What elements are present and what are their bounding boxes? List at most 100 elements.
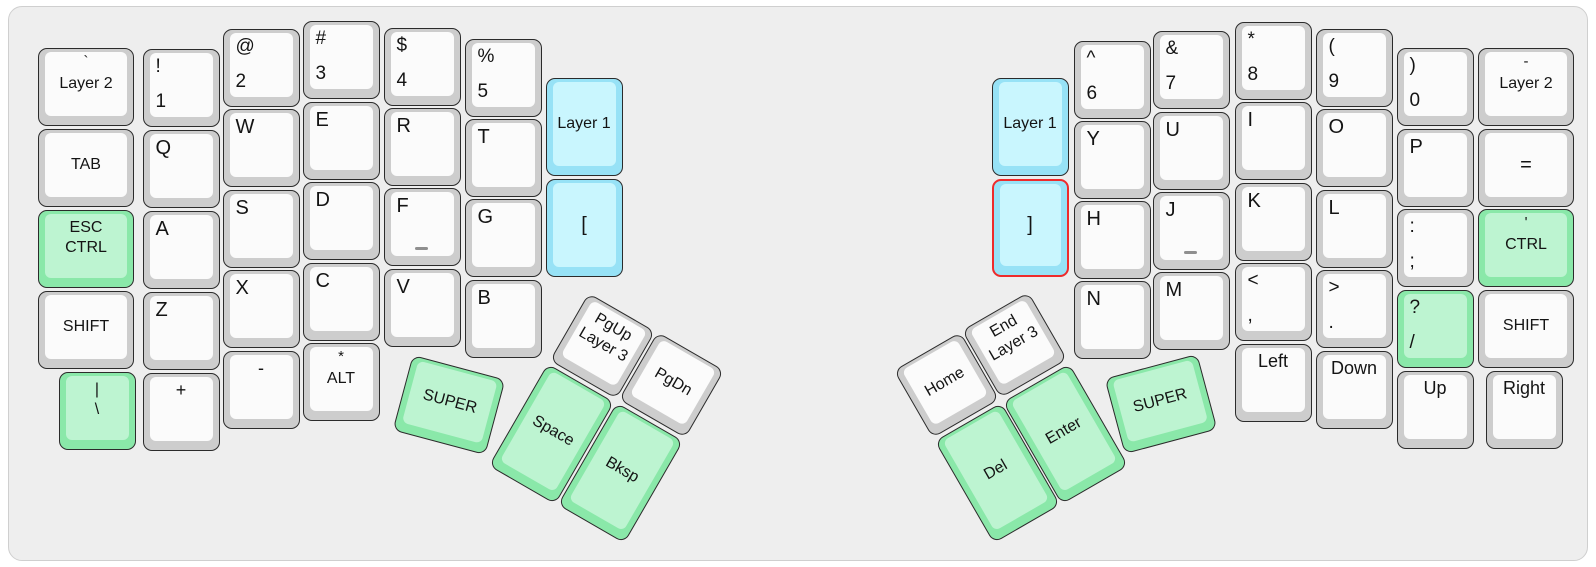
key-less-comma[interactable]: <, — [1234, 263, 1312, 341]
key-asterisk-8-label-1: 8 — [1247, 64, 1259, 85]
key-w[interactable]: W — [222, 109, 300, 187]
key-pipe-backslash[interactable]: |\ — [58, 372, 136, 450]
key-question-slash[interactable]: ?/ — [1396, 290, 1474, 368]
key-paren-9[interactable]: (9 — [1315, 29, 1393, 107]
key-asterisk-alt-cap: *ALT — [309, 347, 373, 411]
key-shift-left[interactable]: SHIFT — [38, 291, 134, 369]
key-c-cap: C — [309, 267, 373, 331]
key-hash-3[interactable]: #3 — [302, 21, 380, 99]
key-p[interactable]: P — [1396, 129, 1474, 207]
key-hash-3-label-1: 3 — [315, 63, 327, 84]
key-paren-9-label-1: 9 — [1328, 71, 1340, 92]
key-d-label-0: D — [315, 189, 330, 211]
key-equals[interactable]: = — [1478, 129, 1574, 207]
key-arrow-down[interactable]: Down — [1315, 351, 1393, 429]
key-layer1-right-cap: Layer 1 — [998, 82, 1062, 166]
key-super-left[interactable]: SUPER — [392, 354, 506, 456]
key-tab[interactable]: TAB — [38, 129, 134, 207]
key-s[interactable]: S — [222, 190, 300, 268]
key-paren-0-label-0: ) — [1409, 55, 1416, 76]
key-quote-ctrl[interactable]: 'CTRL — [1478, 209, 1574, 287]
key-y-cap: Y — [1080, 125, 1144, 189]
key-r[interactable]: R — [383, 108, 461, 186]
key-dash-layer2-label-0: - — [1523, 53, 1529, 70]
key-layer1-left-cap: Layer 1 — [552, 82, 616, 166]
key-space-label-0: Space — [528, 412, 577, 450]
key-g[interactable]: G — [464, 199, 542, 277]
key-pgdn-label-0: PgDn — [651, 364, 695, 400]
key-amp-7[interactable]: &7 — [1152, 31, 1230, 109]
key-l-cap: L — [1322, 194, 1386, 258]
key-u[interactable]: U — [1152, 112, 1230, 190]
key-e-label-0: E — [315, 109, 329, 131]
key-n[interactable]: N — [1073, 281, 1151, 359]
key-q-label-0: Q — [155, 137, 172, 159]
key-paren-0[interactable]: )0 — [1396, 48, 1474, 126]
key-question-slash-label-1: / — [1409, 332, 1415, 353]
key-b[interactable]: B — [464, 280, 542, 358]
key-a-cap: A — [149, 215, 213, 279]
key-y[interactable]: Y — [1073, 121, 1151, 199]
key-z-cap: Z — [149, 296, 213, 360]
key-colon-semicolon[interactable]: :; — [1396, 209, 1474, 287]
key-dash-layer2[interactable]: - Layer 2 — [1478, 48, 1574, 126]
key-caret-6[interactable]: ^6 — [1073, 41, 1151, 119]
key-super-right[interactable]: SUPER — [1104, 353, 1218, 455]
key-shift-right[interactable]: SHIFT — [1478, 290, 1574, 368]
key-plus[interactable]: + — [142, 373, 220, 451]
key-o[interactable]: O — [1315, 109, 1393, 187]
key-grave-layer2[interactable]: `Layer 2 — [38, 48, 134, 126]
key-t[interactable]: T — [464, 119, 542, 197]
key-exclam-1-label-0: ! — [155, 56, 161, 77]
key-greater-period[interactable]: >. — [1315, 270, 1393, 348]
key-right-bracket[interactable]: ] — [991, 179, 1069, 277]
key-x[interactable]: X — [222, 270, 300, 348]
key-arrow-left[interactable]: Left — [1234, 344, 1312, 422]
key-q[interactable]: Q — [142, 130, 220, 208]
key-d[interactable]: D — [302, 182, 380, 260]
key-f[interactable]: F — [383, 188, 461, 266]
key-dash-layer2-label-1: Layer 2 — [1499, 75, 1553, 92]
key-pipe-backslash-label-1: \ — [94, 401, 100, 418]
key-asterisk-alt-label-1: ALT — [326, 370, 356, 387]
key-quote-ctrl-cap: 'CTRL — [1485, 213, 1567, 277]
key-v-label-0: V — [396, 276, 410, 298]
key-k[interactable]: K — [1234, 183, 1312, 261]
key-dollar-4[interactable]: $4 — [383, 28, 461, 106]
key-shift-left-cap: SHIFT — [45, 295, 127, 359]
key-arrow-left-label-0: Left — [1257, 351, 1289, 371]
key-exclam-1[interactable]: !1 — [142, 49, 220, 127]
key-m[interactable]: M — [1152, 272, 1230, 350]
key-layer1-left[interactable]: Layer 1 — [545, 78, 623, 176]
key-asterisk-alt[interactable]: *ALT — [302, 343, 380, 421]
key-left-bracket[interactable]: [ — [545, 179, 623, 277]
key-layer1-right[interactable]: Layer 1 — [991, 78, 1069, 176]
key-v[interactable]: V — [383, 269, 461, 347]
key-c[interactable]: C — [302, 263, 380, 341]
key-e[interactable]: E — [302, 102, 380, 180]
key-arrow-up[interactable]: Up — [1396, 371, 1474, 449]
key-hash-3-cap: #3 — [309, 25, 373, 89]
key-percent-5[interactable]: %5 — [464, 39, 542, 117]
key-l[interactable]: L — [1315, 190, 1393, 268]
key-right-bracket-label-0: ] — [1027, 214, 1033, 236]
key-k-cap: K — [1241, 187, 1305, 251]
key-grave-layer2-label-1: Layer 2 — [59, 75, 113, 92]
key-a[interactable]: A — [142, 211, 220, 289]
key-exclam-1-cap: !1 — [149, 53, 213, 117]
key-s-cap: S — [229, 194, 293, 258]
key-shift-right-cap: SHIFT — [1485, 294, 1567, 358]
key-j[interactable]: J — [1152, 192, 1230, 270]
key-at-2[interactable]: @2 — [222, 29, 300, 107]
key-arrow-right-cap: Right — [1492, 375, 1556, 439]
key-i[interactable]: I — [1234, 102, 1312, 180]
key-z[interactable]: Z — [142, 292, 220, 370]
key-h[interactable]: H — [1073, 201, 1151, 279]
key-arrow-left-cap: Left — [1241, 348, 1305, 412]
key-o-label-0: O — [1328, 116, 1345, 138]
key-asterisk-8[interactable]: *8 — [1234, 22, 1312, 100]
key-minus[interactable]: - — [222, 351, 300, 429]
key-arrow-right[interactable]: Right — [1485, 371, 1563, 449]
key-tab-cap: TAB — [45, 133, 127, 197]
